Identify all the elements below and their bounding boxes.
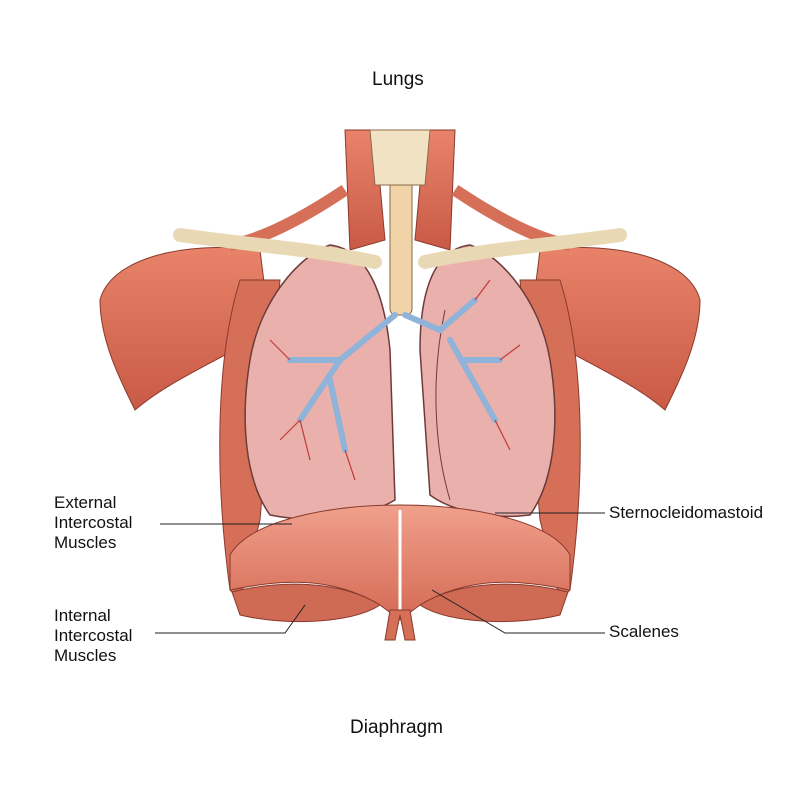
label-sternocleidomastoid: Sternocleidomastoid	[609, 503, 764, 522]
leader-scalenes	[431, 589, 605, 634]
crura	[384, 609, 416, 641]
label-external-intercostal: External Intercostal Muscles	[54, 493, 132, 553]
left-shoulder-muscle	[99, 247, 271, 411]
left-lung	[244, 244, 396, 520]
label-line: Intercostal	[54, 513, 133, 532]
trachea	[389, 169, 413, 316]
label-line: Intercostal	[54, 626, 133, 645]
right-shoulder-muscle	[529, 247, 701, 411]
label-line: Muscles	[54, 533, 117, 552]
label-diaphragm: Diaphragm	[350, 717, 443, 738]
bronchi	[287, 297, 503, 453]
label-lungs: Lungs	[372, 69, 424, 90]
diaphragm-lower-right	[419, 583, 569, 623]
larynx	[369, 129, 431, 186]
right-lung	[419, 244, 556, 518]
right-clavicle	[418, 228, 627, 269]
diaphragm-lower-left	[231, 583, 381, 623]
label-line: Internal	[54, 606, 111, 625]
label-internal-intercostal: Internal Intercostal Muscles	[54, 606, 132, 666]
leader-internal-intercostal	[155, 604, 306, 634]
label-line: External	[54, 493, 117, 512]
label-line: Muscles	[54, 646, 117, 665]
label-scalenes: Scalenes	[609, 622, 679, 641]
left-clavicle	[173, 228, 382, 269]
